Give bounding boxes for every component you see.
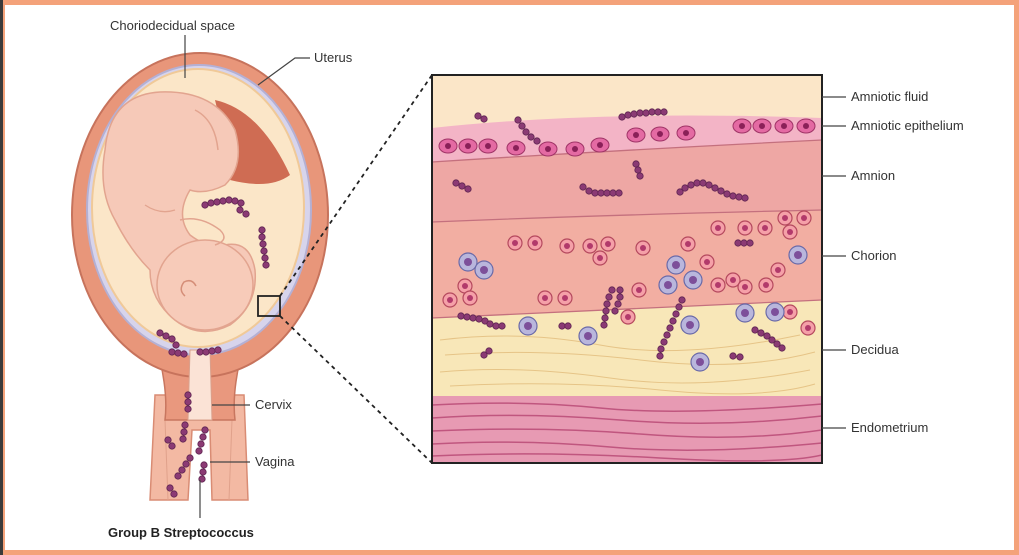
- label-cervix: Cervix: [255, 397, 292, 412]
- uterus-diagram: [72, 53, 328, 500]
- label-vagina: Vagina: [255, 454, 295, 469]
- label-chorion: Chorion: [851, 248, 897, 263]
- label-amnion: Amnion: [851, 168, 895, 183]
- label-amniotic-fluid: Amniotic fluid: [851, 89, 928, 104]
- label-uterus: Uterus: [314, 50, 353, 65]
- label-group-b-streptococcus: Group B Streptococcus: [108, 525, 254, 540]
- label-choriodecidual-space: Choriodecidual space: [110, 18, 235, 33]
- zoom-connector-bottom: [280, 316, 432, 463]
- label-amniotic-epithelium: Amniotic epithelium: [851, 118, 964, 133]
- label-endometrium: Endometrium: [851, 420, 928, 435]
- label-decidua: Decidua: [851, 342, 899, 357]
- tissue-section: [432, 75, 822, 463]
